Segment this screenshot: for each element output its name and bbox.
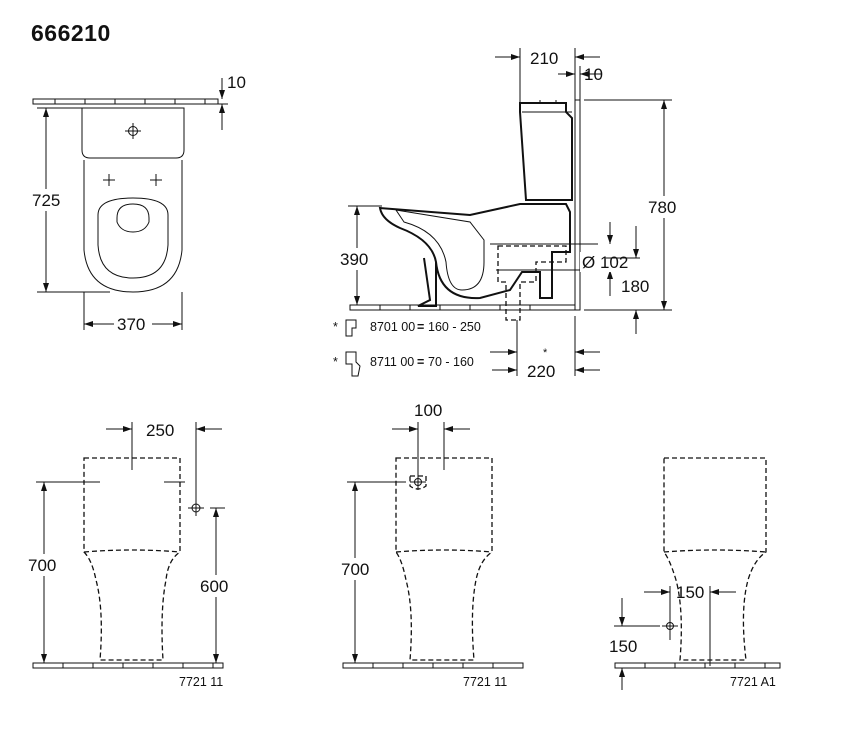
water-inlet-icon bbox=[188, 500, 204, 516]
dim-210-label: 210 bbox=[530, 49, 558, 68]
connector-1-range: 160 - 250 bbox=[428, 320, 481, 334]
connector-2-code: 8711 00 bbox=[370, 355, 414, 369]
svg-text:*: * bbox=[333, 355, 338, 369]
drawing-title: 666210 bbox=[31, 20, 111, 46]
svg-text:=: = bbox=[417, 355, 424, 369]
connector-1-code: 8701 00 bbox=[370, 320, 415, 334]
top-view-tank bbox=[81, 107, 185, 159]
top-view: 725 370 10 bbox=[30, 73, 246, 334]
front-view-3: 150 150 7721 A1 bbox=[609, 457, 781, 690]
top-view-seat bbox=[97, 197, 169, 279]
flush-button-icon bbox=[125, 123, 141, 139]
dim-725-label: 725 bbox=[32, 191, 60, 210]
connector-note-2: * 8711 00 = 70 - 160 bbox=[333, 351, 474, 377]
connector-icon bbox=[345, 319, 357, 337]
dim-10-top-label: 10 bbox=[227, 73, 246, 92]
water-inlet-icon bbox=[662, 618, 678, 634]
front-view-3-code: 7721 A1 bbox=[730, 675, 776, 689]
top-view-bowl bbox=[83, 160, 183, 293]
front-view-1: 250 700 600 7721 11 bbox=[26, 421, 235, 689]
connector-2-range: 70 - 160 bbox=[428, 355, 474, 369]
front-view-2-code: 7721 11 bbox=[463, 675, 507, 689]
dim-780-label: 780 bbox=[648, 198, 676, 217]
dim-150-horizontal-label: 150 bbox=[676, 583, 704, 602]
dim-370-label: 370 bbox=[117, 315, 145, 334]
connector-note-1: * 8701 00 = 160 - 250 bbox=[333, 319, 481, 337]
side-view-trap bbox=[394, 209, 485, 291]
dim-700-1-label: 700 bbox=[28, 556, 56, 575]
front-view-3-outline bbox=[663, 457, 767, 661]
front-view-2-outline bbox=[395, 457, 493, 661]
side-view-bowl bbox=[378, 203, 571, 300]
mounting-hole-icon bbox=[103, 174, 162, 186]
dim-100-label: 100 bbox=[414, 401, 442, 420]
dim-250-label: 250 bbox=[146, 421, 174, 440]
front-view-2: 100 700 7721 11 bbox=[339, 401, 524, 689]
side-view-tank bbox=[519, 102, 573, 201]
side-view-pipe bbox=[497, 245, 567, 321]
dim-220-star: * bbox=[543, 347, 548, 359]
side-view-floor bbox=[349, 304, 576, 311]
side-view-foot bbox=[417, 257, 437, 307]
svg-text:=: = bbox=[417, 320, 424, 334]
dim-600-label: 600 bbox=[200, 577, 228, 596]
side-view-wall bbox=[574, 99, 581, 311]
water-inlet-icon bbox=[410, 474, 426, 490]
dim-180-label: 180 bbox=[621, 277, 649, 296]
connector-icon bbox=[345, 351, 361, 377]
top-view-wall bbox=[32, 98, 219, 105]
top-view-opening bbox=[116, 203, 150, 233]
dim-102-label: Ø 102 bbox=[582, 253, 628, 272]
front-view-1-outline bbox=[83, 457, 181, 661]
dim-390-label: 390 bbox=[340, 250, 368, 269]
front-view-1-code: 7721 11 bbox=[179, 675, 223, 689]
side-view: 780 390 210 10 Ø 102 180 * bbox=[333, 48, 682, 381]
dim-150-vertical-label: 150 bbox=[609, 637, 637, 656]
dim-10-side-label: 10 bbox=[584, 65, 603, 84]
dim-220-label: 220 bbox=[527, 362, 555, 381]
svg-text:*: * bbox=[333, 320, 338, 334]
dim-700-2-label: 700 bbox=[341, 560, 369, 579]
